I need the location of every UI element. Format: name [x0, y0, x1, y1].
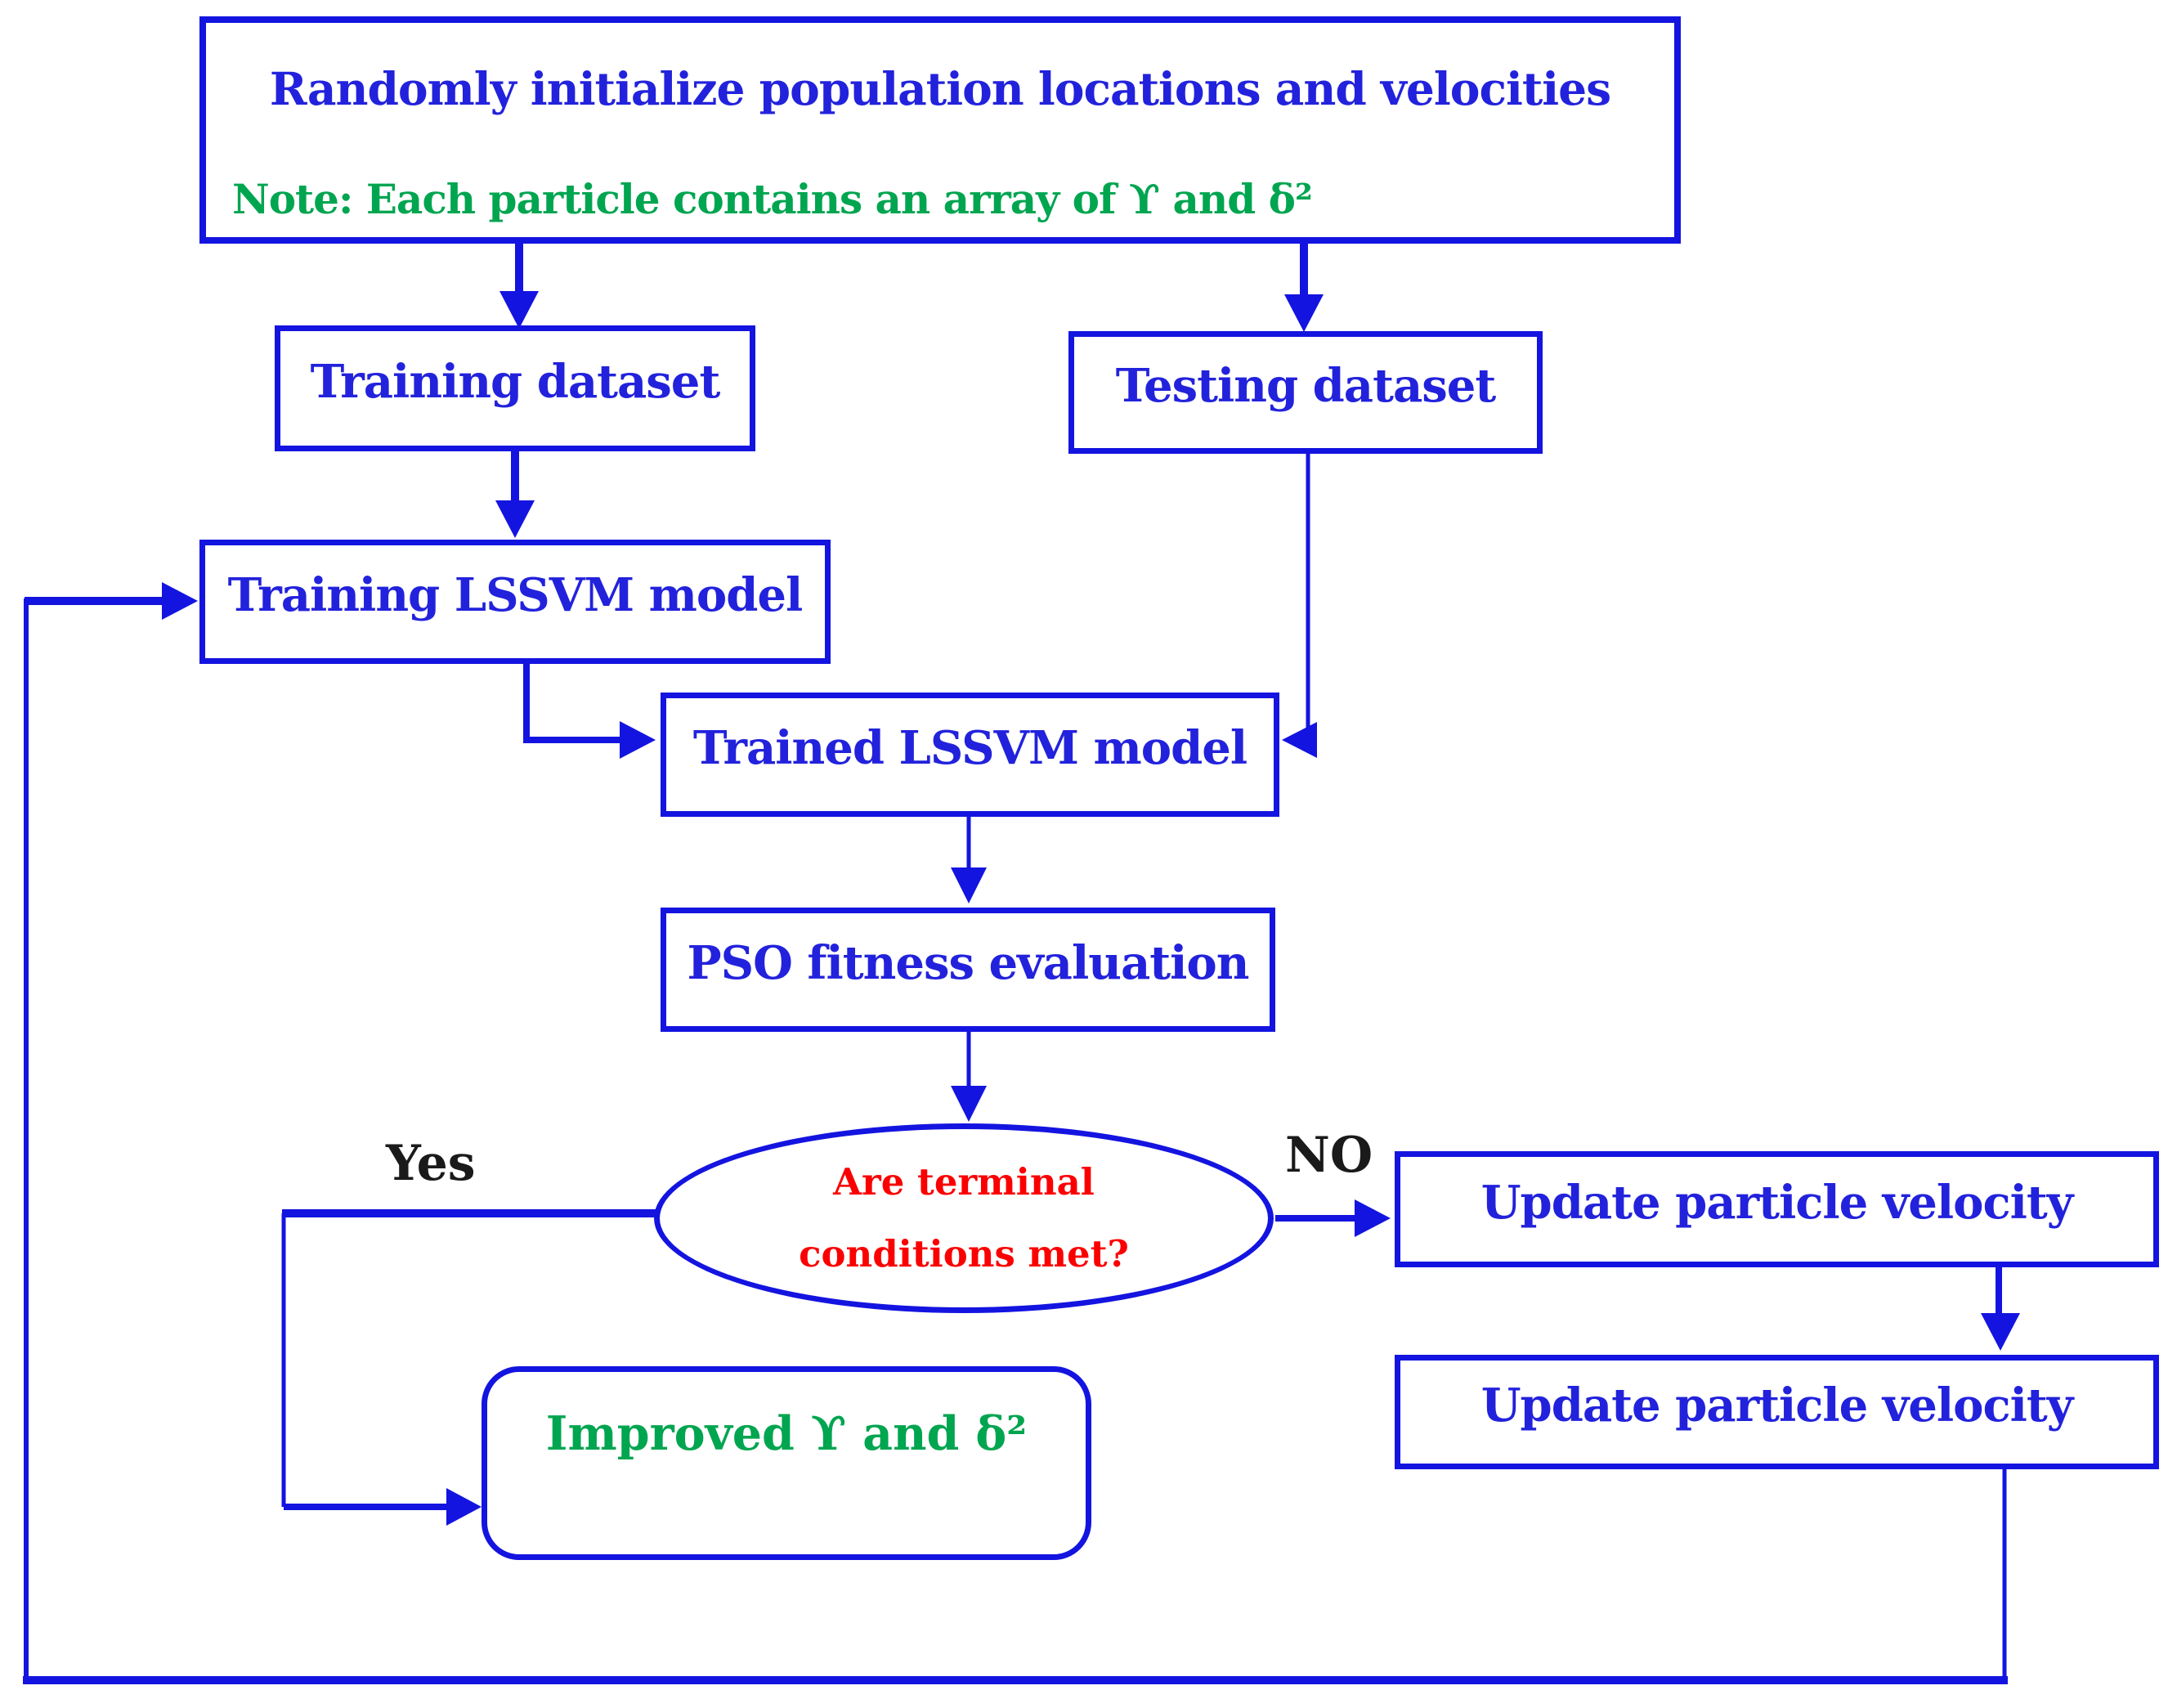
- node-training-dataset: Training dataset: [275, 325, 755, 451]
- decision-line1: Are terminal: [833, 1160, 1095, 1204]
- node-testing-dataset: Testing dataset: [1068, 331, 1543, 454]
- arrow-init-to-training-dataset: [499, 240, 539, 329]
- arrow-init-to-testing-dataset: [1284, 240, 1324, 332]
- node-update-particle-velocity-bottom: Update particle velocity: [1395, 1355, 2159, 1469]
- node-random-initialize: Randomly initialize population locations…: [199, 16, 1681, 244]
- arrow-trained-lssvm-to-pso: [951, 815, 987, 903]
- node-label: Testing dataset: [1115, 359, 1497, 413]
- arrow-update-velocity-to-update-velocity: [1981, 1267, 2020, 1351]
- arrow-training-dataset-to-training-lssvm: [495, 450, 535, 538]
- node-decision-terminal-conditions: Are terminal conditions met?: [654, 1123, 1274, 1313]
- connector-decision-yes-to-improved: [281, 1209, 664, 1526]
- node-training-lssvm-model: Training LSSVM model: [199, 540, 831, 664]
- branch-label-yes: Yes: [386, 1135, 476, 1192]
- decision-line2: conditions met?: [799, 1232, 1129, 1275]
- node-label: Update particle velocity: [1480, 1379, 2074, 1432]
- node-update-particle-velocity-top: Update particle velocity: [1395, 1151, 2159, 1267]
- node-label: Improved ϒ and δ²: [545, 1406, 1028, 1461]
- node-label: Training LSSVM model: [227, 568, 804, 622]
- node-label: Training dataset: [310, 355, 721, 409]
- node-label: Trained LSSVM model: [692, 721, 1248, 775]
- arrow-decision-no-to-update-velocity: [1275, 1199, 1391, 1237]
- node-label: PSO fitness evaluation: [687, 936, 1250, 990]
- arrow-pso-to-decision: [951, 1030, 987, 1122]
- connector-testing-dataset-to-trained-lssvm: [1282, 452, 1317, 758]
- init-note-text: Note: Each particle contains an array of…: [232, 175, 1313, 223]
- node-improved-parameters: Improved ϒ and δ²: [482, 1366, 1091, 1560]
- connector-training-lssvm-to-trained-lssvm: [523, 662, 656, 759]
- init-title-text: Randomly initialize population locations…: [269, 62, 1611, 115]
- connector-update-velocity-feedback-to-training-lssvm: [23, 582, 2008, 1684]
- node-label: Update particle velocity: [1480, 1176, 2074, 1230]
- branch-label-no: NO: [1285, 1127, 1373, 1184]
- node-pso-fitness-evaluation: PSO fitness evaluation: [661, 908, 1275, 1032]
- node-trained-lssvm-model: Trained LSSVM model: [661, 693, 1279, 817]
